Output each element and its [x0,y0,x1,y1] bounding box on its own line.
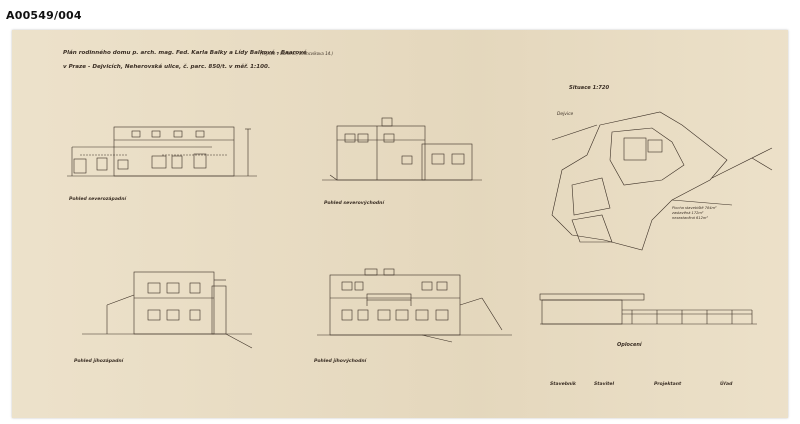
legend-line: Plocha stavebiště 784m² [672,206,717,210]
label-ne: Pohled severovýchodní [324,199,385,206]
label-sw: Pohled jihozápadní [74,357,125,364]
situation-title: Situace 1:720 [569,85,610,91]
label-fence: Oplocení [617,341,643,348]
signature-builder: Stavebník [550,380,577,387]
legend-line: zastavěná 172m² [672,211,704,215]
site-plan [551,111,773,251]
label-se: Pohled jihovýchodní [314,357,368,364]
elevation-northwest [67,126,257,177]
fence-elevation [539,293,757,325]
title-line-1-sub: (Tejnice v Bohemii, Bruncvíkova 14.) [260,51,334,56]
elevation-southwest [82,271,253,349]
title-line-2: v Praze - Dejvicích, Neherovská ulice, č… [63,64,271,70]
elevation-southeast [317,268,512,343]
reference-code: A00549/004 [6,9,82,22]
elevation-northeast [322,117,482,181]
signature-contractor: Stavitel [594,381,614,387]
label-nw: Pohled severozápadní [69,195,127,202]
signature-office: Úřad [720,380,733,387]
signature-designer: Projektant [654,381,682,387]
elevations-drawing: Pohled severozápadní Pohled severovýchod… [67,111,773,387]
label-dejvice: Dejvice [557,111,574,117]
title-line-1: Plán rodinného domu p. arch. mag. Fed. K… [63,50,307,56]
drawing-sheet: Plán rodinného domu p. arch. mag. Fed. K… [12,30,788,418]
site-plan-legend: Plocha stavebiště 784m² zastavěná 172m² … [672,206,717,221]
legend-line: nezastavěná 612m² [672,216,708,220]
